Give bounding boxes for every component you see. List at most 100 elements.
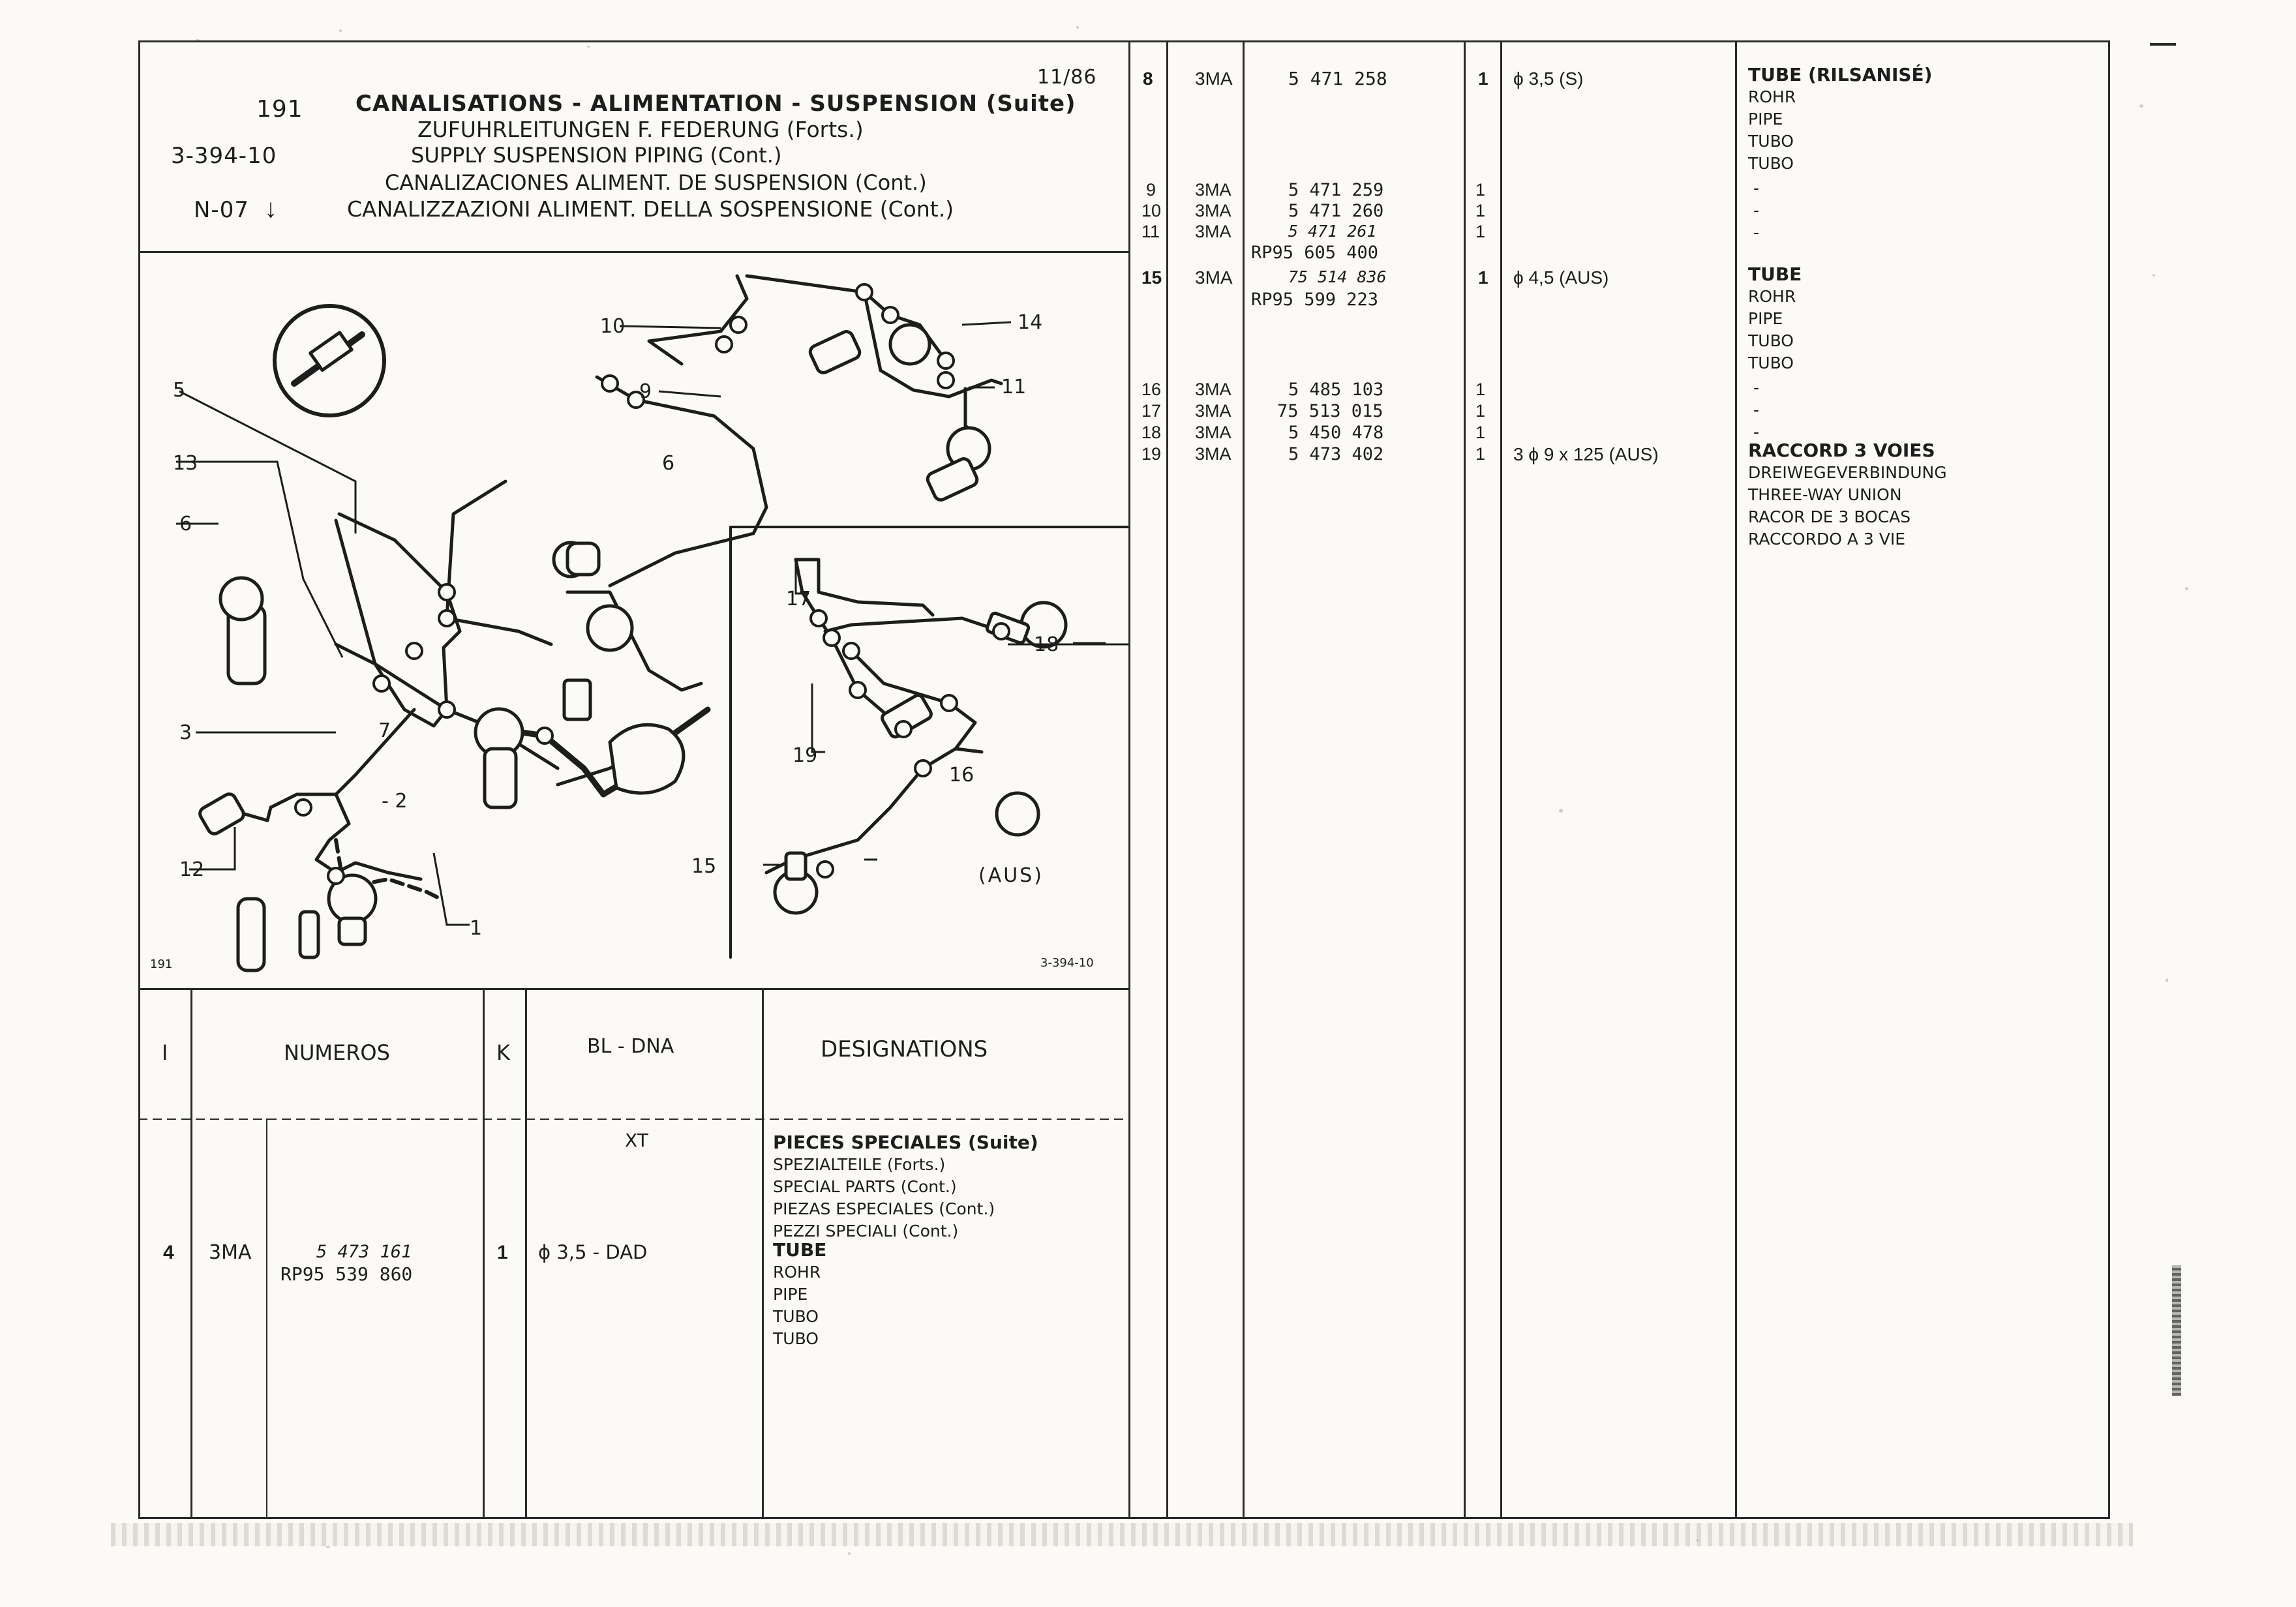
row-part: 5 471 258 <box>1288 68 1387 89</box>
designation-raccord: RACCORD 3 VOIES DREIWEGEVERBINDUNG THREE… <box>1748 440 1947 550</box>
group-line-en: SPECIAL PARTS (Cont.) <box>773 1177 957 1196</box>
title-it: CANALIZZAZIONI ALIMENT. DELLA SOSPENSION… <box>347 196 954 222</box>
ditto-dash: - <box>1753 179 1760 198</box>
col-bl-header: BL - DNA <box>587 1035 674 1058</box>
designation-title: TUBE <box>773 1239 827 1261</box>
group-title: PIECES SPECIALES (Suite) <box>773 1132 1038 1153</box>
scan-tick-top-right <box>2150 43 2176 46</box>
row-model: 3MA <box>1195 423 1231 442</box>
row-model: 3MA <box>1195 380 1231 399</box>
row-qty: 1 <box>497 1242 508 1263</box>
callout-13: 13 <box>173 452 198 475</box>
row-spec: ϕ 3,5 - DAD <box>538 1241 648 1263</box>
row-rp-number: RP95 539 860 <box>280 1263 413 1285</box>
ditto-dash: - <box>1753 400 1760 419</box>
ditto-dash: - <box>1753 201 1760 220</box>
row-model: 3MA <box>1195 267 1233 288</box>
designation-es: RACOR DE 3 BOCAS <box>1748 507 1911 526</box>
row-spec: ϕ 4,5 (AUS) <box>1513 267 1609 288</box>
callout-1: 1 <box>470 917 482 940</box>
page-number: 191 <box>256 96 303 123</box>
piping-diagram: 10 9 14 11 5 13 6 6 3 7 - 2 12 1 17 18 1… <box>173 274 1128 972</box>
row-part: 5 485 103 <box>1288 380 1384 400</box>
row-part: 5 471 259 <box>1288 180 1384 200</box>
designation-it: TUBO <box>1748 353 1794 372</box>
designation-en: PIPE <box>1748 110 1783 128</box>
designation-tube-rilsanise: TUBE (RILSANISÉ) ROHR PIPE TUBO TUBO <box>1748 64 1932 175</box>
row-spec: ϕ 3,5 (S) <box>1513 68 1584 89</box>
row-index: 8 <box>1143 68 1153 89</box>
callout-14: 14 <box>1018 311 1042 334</box>
designation-de: DREIWEGEVERBINDUNG <box>1748 463 1947 482</box>
title-de: ZUFUHRLEITUNGEN F. FEDERUNG (Forts.) <box>417 117 864 142</box>
title-fr: CANALISATIONS - ALIMENTATION - SUSPENSIO… <box>355 91 1076 117</box>
row-index: 16 <box>1141 380 1162 399</box>
row-part: RP95 605 400 <box>1251 243 1379 263</box>
callout-6-upper: 6 <box>662 452 674 475</box>
col-numbers-header: NUMEROS <box>284 1040 390 1065</box>
callout-12: 12 <box>179 858 204 881</box>
row-qty: 1 <box>1475 423 1486 442</box>
date: 11/86 <box>1037 66 1097 89</box>
designation-it: TUBO <box>773 1329 819 1348</box>
designation-es: TUBO <box>1748 331 1794 350</box>
callout-7: 7 <box>378 719 391 742</box>
designation-es: TUBO <box>773 1307 819 1326</box>
row-part: 5 473 402 <box>1288 444 1384 464</box>
scan-edge-right <box>2172 1265 2181 1396</box>
designation-de: ROHR <box>773 1263 821 1282</box>
designation-en: PIPE <box>773 1285 808 1304</box>
callout-16: 16 <box>949 764 974 787</box>
aus-panel-border <box>729 526 1128 959</box>
designation-it: RACCORDO A 3 VIE <box>1748 530 1906 548</box>
row-index: 15 <box>1141 267 1162 288</box>
row-model: 3MA <box>1195 444 1231 464</box>
callout-3: 3 <box>179 721 192 744</box>
row-part: 75 514 836 <box>1288 267 1387 286</box>
row-part: 5 471 261 <box>1288 222 1377 241</box>
row-model: 3MA <box>1195 180 1231 200</box>
group-line-de: SPEZIALTEILE (Forts.) <box>773 1155 946 1174</box>
row-index: 11 <box>1141 222 1160 241</box>
row-qty: 1 <box>1475 180 1486 200</box>
detail-circle <box>273 304 386 417</box>
designation-tube: TUBE ROHR PIPE TUBO TUBO <box>1748 263 1802 374</box>
row-qty: 1 <box>1475 222 1486 241</box>
row-part-number: 5 473 161 <box>316 1242 412 1262</box>
callout-19: 19 <box>793 744 817 767</box>
callout-11: 11 <box>1001 376 1026 398</box>
group-line-it: PEZZI SPECIALI (Cont.) <box>773 1222 959 1240</box>
row-model: 3MA <box>209 1241 252 1264</box>
designation-title: RACCORD 3 VOIES <box>1748 440 1935 461</box>
designation-de: ROHR <box>1748 87 1796 106</box>
row-index: 4 <box>163 1242 174 1263</box>
callout-17: 17 <box>786 588 811 610</box>
diagram-corner-right: 3-394-10 <box>1040 956 1094 970</box>
section-group: PIECES SPECIALES (Suite) SPEZIALTEILE (F… <box>773 1132 1038 1242</box>
scan-edge-bottom <box>111 1523 2133 1546</box>
revision-code: N-07 <box>194 197 249 223</box>
row-qty: 1 <box>1475 444 1486 464</box>
reference-number: 3-394-10 <box>171 143 277 169</box>
title-es: CANALIZACIONES ALIMENT. DE SUSPENSION (C… <box>385 170 927 195</box>
row-index: 18 <box>1141 423 1162 442</box>
callout-10: 10 <box>600 315 625 338</box>
ditto-dash: - <box>1753 378 1760 397</box>
designation-de: ROHR <box>1748 287 1796 306</box>
designation-es: TUBO <box>1748 132 1794 151</box>
row-qty: 1 <box>1478 267 1488 288</box>
col-designations-header: DESIGNATIONS <box>821 1036 988 1062</box>
col-index-header: I <box>162 1040 168 1065</box>
row-index: 19 <box>1141 444 1162 464</box>
revision-arrow-icon: ↓ <box>264 194 277 223</box>
designation-title: TUBE <box>1748 263 1802 285</box>
callout-9: 9 <box>639 380 652 403</box>
row-index: 9 <box>1146 180 1156 200</box>
row-part: 5 471 260 <box>1288 201 1384 221</box>
row-index: 17 <box>1141 401 1162 421</box>
row-model: 3MA <box>1195 401 1231 421</box>
designation-dashes: - - - <box>1753 177 1759 244</box>
designation-en: PIPE <box>1748 309 1783 328</box>
designation-title: TUBE (RILSANISÉ) <box>1748 64 1933 85</box>
row-qty: 1 <box>1478 68 1488 89</box>
